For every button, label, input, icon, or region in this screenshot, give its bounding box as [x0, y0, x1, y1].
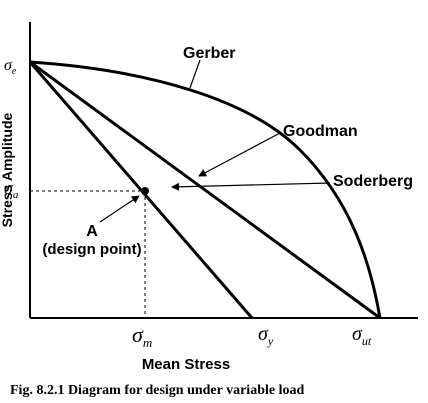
design-point-marker [141, 187, 149, 195]
gerber-leader [189, 59, 201, 89]
gerber-curve [29, 60, 382, 319]
soderberg-label: Soderberg [333, 173, 413, 190]
sigma-a-label: σa [4, 178, 19, 201]
soderberg-line [28, 61, 254, 319]
design-point-label: (design point) [42, 241, 141, 258]
goodman-line [29, 60, 381, 320]
sigma-e-label: σe [4, 57, 17, 77]
soderberg-leader [171, 182, 331, 191]
goodman-leader [198, 132, 281, 177]
figure-caption: Fig. 8.2.1 Diagram for design under vari… [10, 383, 304, 398]
design-point-name: A [86, 223, 98, 240]
gerber-label: Gerber [183, 45, 235, 62]
x-axis-title: Mean Stress [142, 356, 230, 373]
y-axis-title: Stress Amplitude [0, 112, 15, 227]
goodman-label: Goodman [283, 123, 358, 140]
design-point-leader [99, 195, 140, 223]
sigma-m-label: σm [132, 322, 152, 350]
sigma-ut-label: σut [352, 323, 372, 348]
sigma-y-label: σy [258, 323, 274, 348]
